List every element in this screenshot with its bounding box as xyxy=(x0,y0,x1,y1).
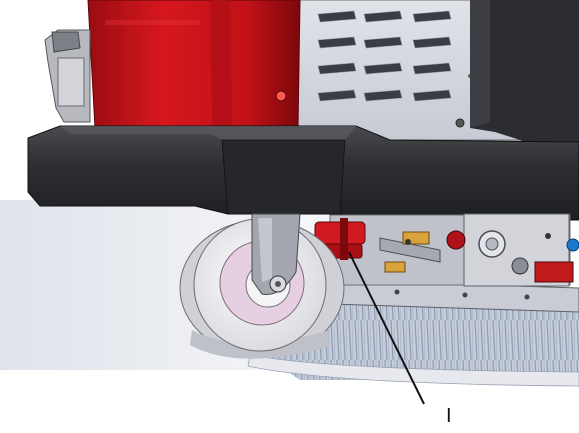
vent-slot xyxy=(363,10,403,23)
vent-slots xyxy=(317,10,452,102)
callout-leader-line xyxy=(348,251,425,405)
housing-screw xyxy=(275,90,287,102)
vent-slot xyxy=(412,36,452,49)
callout-label: I xyxy=(446,405,452,427)
front-bumper xyxy=(27,125,579,221)
vent-slot xyxy=(412,89,452,102)
vent-slot xyxy=(317,62,357,75)
vent-slot xyxy=(412,62,452,75)
brush-actuator xyxy=(329,213,579,287)
red-housing xyxy=(87,0,301,129)
vent-slot xyxy=(363,36,403,49)
vent-slot xyxy=(363,62,403,75)
vent-slot xyxy=(317,89,357,102)
vent-slot xyxy=(317,36,357,49)
vent-slot xyxy=(317,10,357,23)
red-knob xyxy=(446,230,466,250)
vent-slot xyxy=(412,10,452,23)
handle-bracket xyxy=(44,29,91,123)
side-brush xyxy=(247,279,579,387)
vent-slot xyxy=(363,89,403,102)
right-frame xyxy=(470,0,579,175)
caster-fork xyxy=(251,213,301,296)
frame-edge xyxy=(470,0,490,128)
